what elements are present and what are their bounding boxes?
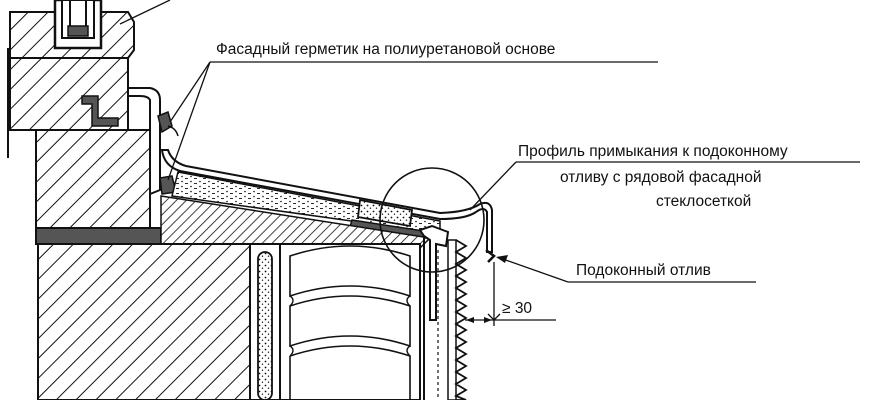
leader-line-profile [469,161,860,211]
label-facade-sealant: Фасадный герметик на полиуретановой осно… [216,41,555,58]
drip-edge [485,249,496,263]
mineral-wool-insulation [279,243,421,400]
label-profile-line3: стеклосеткой [656,193,751,210]
label-sill-flashing: Подоконный отлив [576,262,711,279]
leader-line-sealant [167,61,658,181]
wall-cavity-filler [249,243,281,400]
frame-gasket [81,95,119,127]
leader-line-top [119,0,171,25]
adjoining-profile [418,224,450,400]
label-profile-line1: Профиль примыкания к подоконному [518,143,788,160]
label-profile-line2: отливу с рядовой фасадной [560,169,762,186]
frame-base-strip [35,227,162,245]
detail-callout-circle [379,167,485,273]
masonry-wall [37,243,251,400]
label-gap-dimension: ≥ 30 [502,300,532,317]
gap-dimension [465,262,556,326]
sealant-bead-upper [157,110,179,137]
glazing-unit [53,0,103,50]
leader-line-sill-flashing [496,255,756,283]
facade-render-with-mesh [437,239,468,400]
frame-sash-profile [35,87,161,229]
